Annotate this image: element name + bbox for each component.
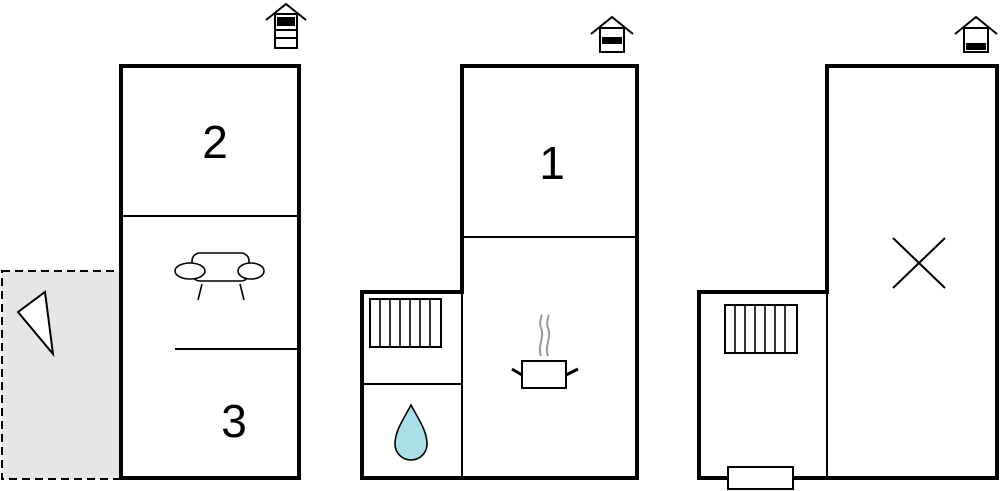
radiator-icon <box>724 304 798 354</box>
room-number-2: 2 <box>202 116 228 168</box>
building-outline-middle <box>360 64 639 480</box>
water-drop-icon <box>394 403 428 461</box>
floor-level-middle-icon <box>590 15 634 53</box>
building-outline-right <box>697 64 999 480</box>
open-space-cross-icon <box>892 237 946 289</box>
cooking-pot-icon <box>511 314 579 389</box>
floor-plan-left: 2 3 <box>1 2 307 480</box>
room-number-1: 1 <box>539 137 565 189</box>
sofa-icon <box>174 252 265 301</box>
terrace-area <box>1 270 121 480</box>
terrace-triangle-icon <box>16 290 55 358</box>
floor-plan-middle: 1 <box>360 15 639 480</box>
building-outline-left <box>119 64 301 480</box>
room-number-3: 3 <box>221 395 247 447</box>
floor-plan-right <box>697 15 999 490</box>
floor-level-bottom-icon <box>954 15 998 53</box>
entrance-door-icon <box>727 466 794 490</box>
floor-level-top-icon <box>265 2 307 49</box>
radiator-icon <box>369 298 442 348</box>
